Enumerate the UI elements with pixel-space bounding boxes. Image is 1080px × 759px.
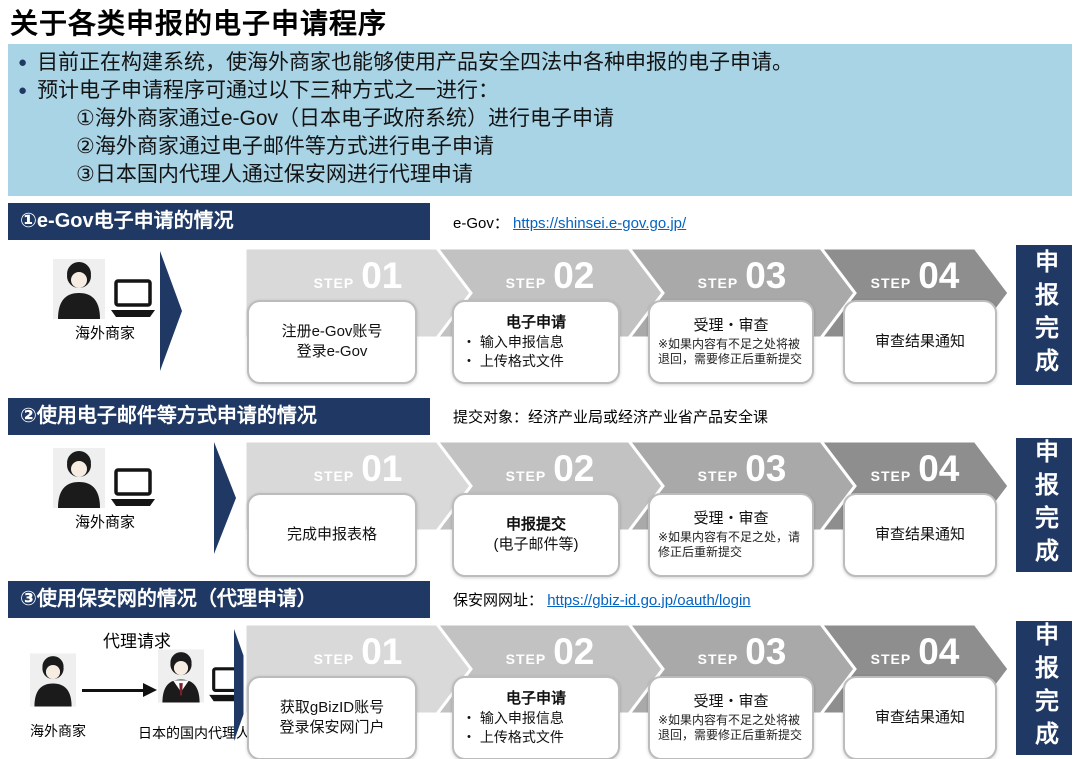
step-2-card: 电子申请 ・ 输入申报信息 ・ 上传格式文件 [452,676,620,759]
intro-bullet-2-text: 预计电子申请程序可通过以下三种方式之一进行： [37,79,500,102]
intro-method-3: ③日本国内代理人通过保安网进行代理申请 [76,163,473,186]
section-2-note-label: 提交对象：经济产业局或经济产业省产品安全课 [453,409,769,426]
actor-from-label: 海外商家 [30,723,86,739]
person-agent-icon-group [158,649,252,703]
bullet-icon: ● [18,54,28,71]
intro-panel: ● 目前正在构建系统，使海外商家也能够使用产品安全四法中各种申报的电子申请。 ●… [8,44,1072,196]
step-4-card: 审查结果通知 [843,300,997,384]
actor-to-label: 日本的国内代理人 [138,725,250,741]
result-badge-3: 申报完成 [1016,621,1072,755]
step-4-card: 审查结果通知 [843,676,997,759]
actor-label: 海外商家 [74,514,135,531]
step-1-card: 获取gBizID账号 登录保安网门户 [247,676,417,759]
person-icon [30,653,76,707]
flow-row-3: 代理请求 [0,619,1080,759]
step-3-card: 受理・审查 ※如果内容有不足之处将被退回，需要修正后重新提交 [648,676,814,759]
step-1-card: 注册e-Gov账号 登录e-Gov [247,300,417,384]
section-2-header: ②使用电子邮件等方式申请的情况 [8,398,430,435]
actor-label: 海外商家 [74,325,135,342]
section-3-header: ③使用保安网的情况（代理申请） [8,581,430,618]
intro-bullet-1-text: 目前正在构建系统，使海外商家也能够使用产品安全四法中各种申报的电子申请。 [37,51,794,74]
intro-bullet-1: ● 目前正在构建系统，使海外商家也能够使用产品安全四法中各种申报的电子申请。 [18,49,1062,77]
section-3-note: 保安网网址： https://gbiz-id.go.jp/oauth/login [453,589,751,610]
step-1-card: 完成申报表格 [247,493,417,577]
page-title: 关于各类申报的电子申请程序 [10,8,388,39]
actor-delegation-group: 代理请求 [10,625,260,757]
result-badge-2: 申报完成 [1016,438,1072,572]
step-2-card: 电子申请 ・ 输入申报信息 ・ 上传格式文件 [452,300,620,384]
agent-person-icon [158,649,204,703]
bullet-icon: ● [18,82,28,99]
person-overseas-icon [30,653,76,712]
egov-link[interactable]: https://shinsei.e-gov.go.jp/ [513,215,687,232]
section-3-note-label: 保安网网址： [453,592,544,609]
intro-bullet-2: ● 预计电子申请程序可通过以下三种方式之一进行： [18,77,1062,105]
step-4-card: 审查结果通知 [843,493,997,577]
delegation-arrow-icon [82,683,157,697]
step-2-card: 申报提交 (电子邮件等) [452,493,620,577]
section-1-header: ①e-Gov电子申请的情况 [8,203,430,240]
person-icon [52,448,105,508]
intro-method-1: ①海外商家通过e-Gov（日本电子政府系统）进行电子申请 [76,107,615,130]
laptop-icon [110,468,155,506]
actor-icons [40,446,170,508]
delegation-request-label: 代理请求 [103,632,171,651]
section-1-note: e-Gov： https://shinsei.e-gov.go.jp/ [453,212,686,233]
section-2-note: 提交对象：经济产业局或经济产业省产品安全课 [453,406,768,427]
step-3-card: 受理・审查 ※如果内容有不足之处，请修正后重新提交 [648,493,814,577]
actor-icons [40,257,170,319]
hoannet-link[interactable]: https://gbiz-id.go.jp/oauth/login [547,592,751,609]
section-1-note-label: e-Gov： [453,215,509,232]
intro-method-2: ②海外商家通过电子邮件等方式进行电子申请 [76,135,494,158]
step-3-card: 受理・审查 ※如果内容有不足之处将被退回，需要修正后重新提交 [648,300,814,384]
actor-overseas-seller: 海外商家 [40,446,170,532]
result-badge-1: 申报完成 [1016,245,1072,385]
actor-overseas-seller: 海外商家 [40,257,170,343]
laptop-icon [110,279,155,317]
person-icon [52,259,105,319]
